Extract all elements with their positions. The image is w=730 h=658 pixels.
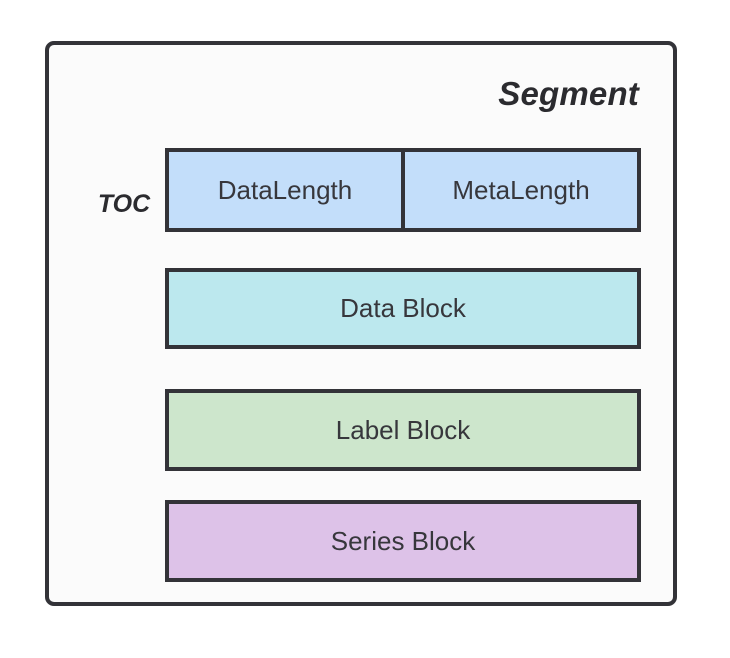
- label-block: Label Block: [165, 389, 641, 471]
- toc-field-datalength: DataLength: [165, 148, 405, 232]
- toc-field-metalength: MetaLength: [401, 148, 641, 232]
- segment-container: Segment TOC DataLength MetaLength Data B…: [45, 41, 677, 606]
- series-block-label: Series Block: [330, 525, 476, 556]
- segment-title: Segment: [498, 75, 639, 112]
- label-block-label: Label Block: [335, 414, 471, 445]
- toc-row-label: TOC: [97, 190, 151, 218]
- data-block-label: Data Block: [340, 293, 466, 323]
- toc-field-datalength-label: DataLength: [217, 174, 353, 205]
- data-block: Data Block: [165, 268, 641, 349]
- toc-field-metalength-label: MetaLength: [452, 174, 590, 205]
- series-block: Series Block: [165, 500, 641, 582]
